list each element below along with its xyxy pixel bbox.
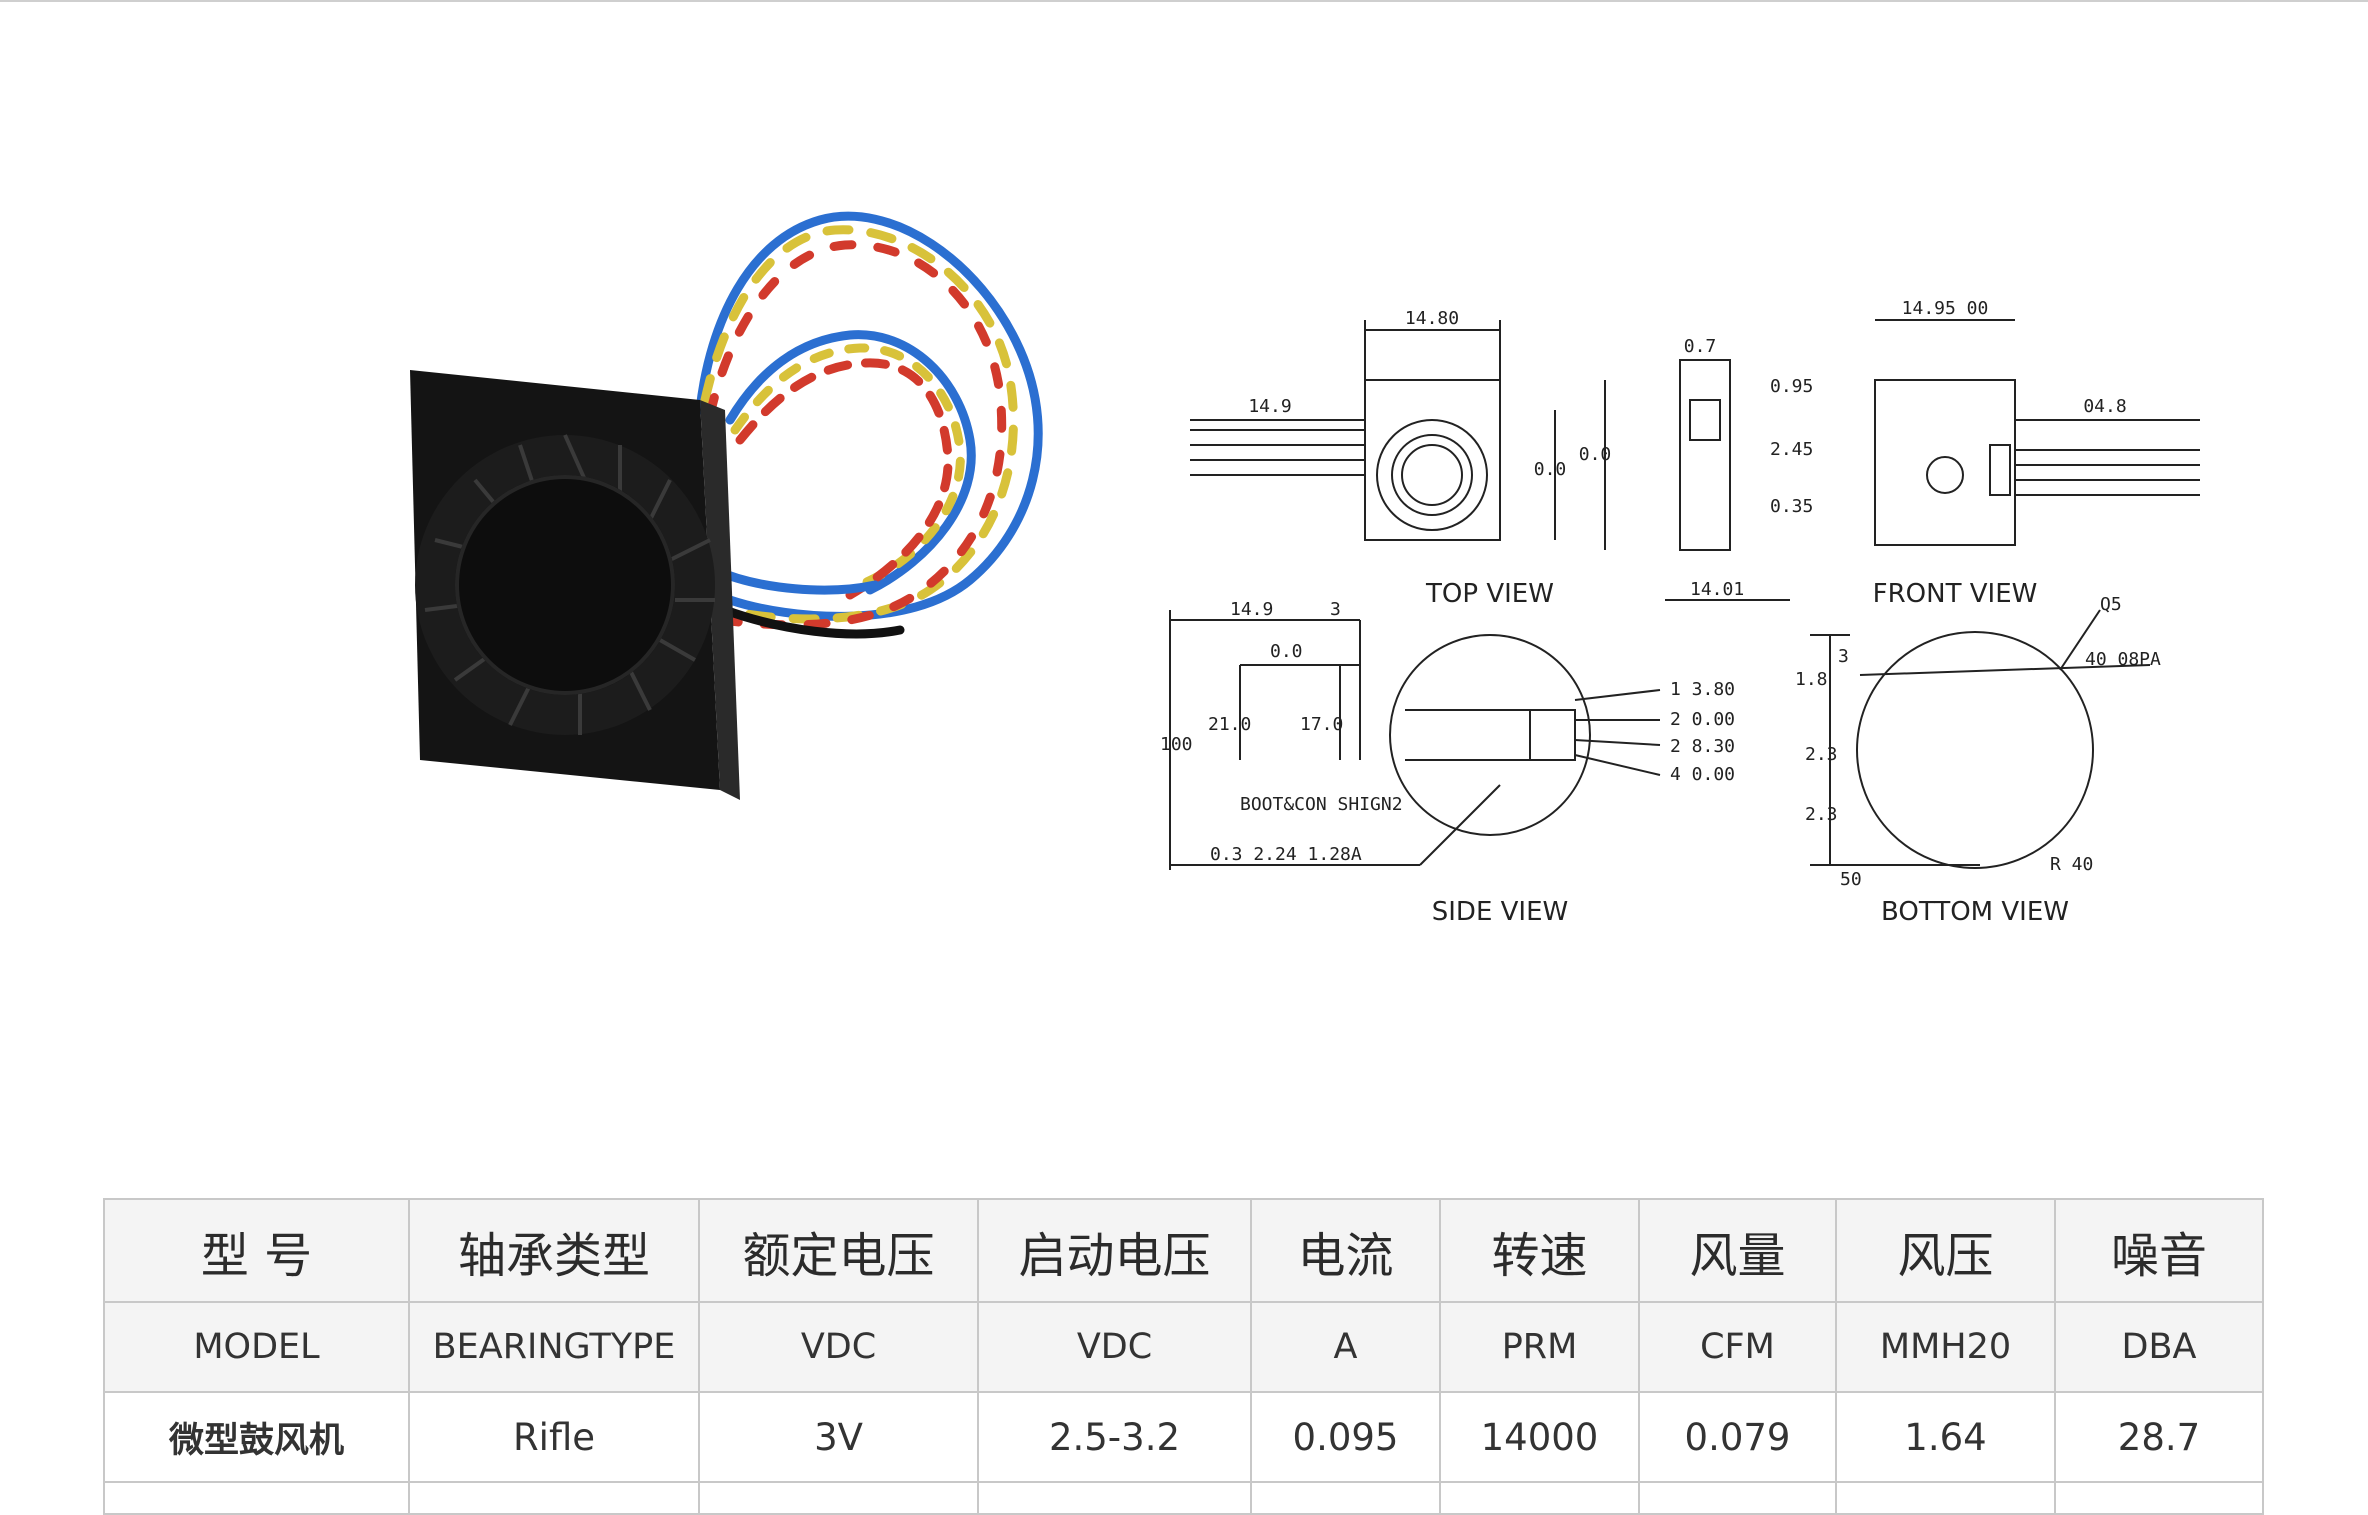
cell-airflow: 0.079 xyxy=(1638,1391,1837,1483)
dim-bv-e: R 40 xyxy=(2050,854,2093,875)
col-cn-current: 电流 xyxy=(1250,1198,1441,1303)
dim-pin2: 2 0.00 xyxy=(1670,709,1735,730)
col-cn-noise: 噪音 xyxy=(2054,1198,2264,1303)
col-cn-speed: 转速 xyxy=(1439,1198,1640,1303)
blower-fan-photo xyxy=(410,211,1043,800)
dim-pin3: 2 8.30 xyxy=(1670,736,1735,757)
dim-sv-h1: 100 xyxy=(1160,734,1193,755)
dim-side-c: 2.45 xyxy=(1770,439,1813,460)
table-row: 微型鼓风机 Rifle 3V 2.5-3.2 0.095 14000 0.079… xyxy=(103,1391,2264,1483)
cell-bearing: Rifle xyxy=(408,1391,700,1483)
cell-noise: 28.7 xyxy=(2054,1391,2264,1483)
cell-speed: 14000 xyxy=(1439,1391,1640,1483)
cell-empty xyxy=(1250,1481,1441,1515)
dim-side-b: 0.95 xyxy=(1770,376,1813,397)
dim-bv-g: Q5 xyxy=(2100,594,2122,615)
dim-sv-h3: 17.0 xyxy=(1300,714,1343,735)
dim-bv-d: 50 xyxy=(1840,869,1862,890)
col-en-noise: DBA xyxy=(2054,1301,2264,1393)
dim-top-wire: 14.9 xyxy=(1248,396,1291,417)
label-bottom-view: BOTTOM VIEW xyxy=(1881,897,2069,927)
header-row-en: MODEL BEARINGTYPE VDC VDC A PRM CFM MMH2… xyxy=(103,1301,2264,1393)
dim-pin1: 1 3.80 xyxy=(1670,679,1735,700)
col-en-speed: PRM xyxy=(1439,1301,1640,1393)
col-cn-bearing: 轴承类型 xyxy=(408,1198,700,1303)
label-front-view: FRONT VIEW xyxy=(1873,579,2038,609)
cell-empty xyxy=(408,1481,700,1515)
cell-current: 0.095 xyxy=(1250,1391,1441,1483)
technical-drawing: TOP VIEW FRONT VIEW SIDE VIEW BOTTOM VIE… xyxy=(1160,298,2200,927)
col-en-rated-voltage: VDC xyxy=(698,1301,979,1393)
col-cn-model: 型 号 xyxy=(103,1198,410,1303)
dim-pin4: 4 0.00 xyxy=(1670,764,1735,785)
cell-empty xyxy=(977,1481,1252,1515)
dim-top-height-b: 0.0 xyxy=(1579,444,1612,465)
col-cn-start-voltage: 启动电压 xyxy=(977,1198,1252,1303)
col-cn-pressure: 风压 xyxy=(1835,1198,2056,1303)
col-en-current: A xyxy=(1250,1301,1441,1393)
dim-front-width: 14.95 00 xyxy=(1902,298,1989,319)
dim-bv-top: 3 xyxy=(1838,646,1849,667)
cell-empty xyxy=(103,1481,410,1515)
col-cn-rated-voltage: 额定电压 xyxy=(698,1198,979,1303)
label-side-view: SIDE VIEW xyxy=(1432,897,1568,927)
col-cn-airflow: 风量 xyxy=(1638,1198,1837,1303)
cell-empty xyxy=(1638,1481,1837,1515)
dim-top-height-a: 0.0 xyxy=(1534,459,1567,480)
spec-table: 型 号 轴承类型 额定电压 启动电压 电流 转速 风量 风压 噪音 MODEL … xyxy=(103,1198,2264,1515)
dim-sv-bottom: 0.3 2.24 1.28A xyxy=(1210,844,1362,865)
table-row-cut xyxy=(103,1481,2264,1515)
dim-bv-f: 40 08PA xyxy=(2085,649,2161,670)
dim-bv-c: 2.3 xyxy=(1805,804,1838,825)
dim-bv-b: 2.3 xyxy=(1805,744,1838,765)
dim-sv-note: BOOT&CON SHIGN2 xyxy=(1240,794,1403,815)
col-en-bearing: BEARINGTYPE xyxy=(408,1301,700,1393)
dim-sv-h2: 21.0 xyxy=(1208,714,1251,735)
cell-rated-voltage: 3V xyxy=(698,1391,979,1483)
header-row-cn: 型 号 轴承类型 额定电压 启动电压 电流 转速 风量 风压 噪音 xyxy=(103,1198,2264,1303)
col-en-pressure: MMH20 xyxy=(1835,1301,2056,1393)
cell-empty xyxy=(2054,1481,2264,1515)
col-en-start-voltage: VDC xyxy=(977,1301,1252,1393)
dim-sv-w2: 3 xyxy=(1330,599,1341,620)
dim-front-wire: 04.8 xyxy=(2083,396,2126,417)
dim-side-a: 0.7 xyxy=(1684,336,1717,357)
cell-empty xyxy=(698,1481,979,1515)
cell-empty xyxy=(1439,1481,1640,1515)
cell-start-voltage: 2.5-3.2 xyxy=(977,1391,1252,1483)
dim-top-width: 14.80 xyxy=(1405,308,1459,329)
cell-pressure: 1.64 xyxy=(1835,1391,2056,1483)
cell-model: 微型鼓风机 xyxy=(103,1391,410,1483)
label-top-view: TOP VIEW xyxy=(1425,579,1554,609)
cell-empty xyxy=(1835,1481,2056,1515)
top-divider xyxy=(0,0,2368,2)
dim-bv-a: 1.8 xyxy=(1795,669,1828,690)
dim-sv-inner: 0.0 xyxy=(1270,641,1303,662)
col-en-airflow: CFM xyxy=(1638,1301,1837,1393)
dim-side-d: 0.35 xyxy=(1770,496,1813,517)
dim-sv-w1: 14.9 xyxy=(1230,599,1273,620)
col-en-model: MODEL xyxy=(103,1301,410,1393)
dim-side-e: 14.01 xyxy=(1690,579,1744,600)
